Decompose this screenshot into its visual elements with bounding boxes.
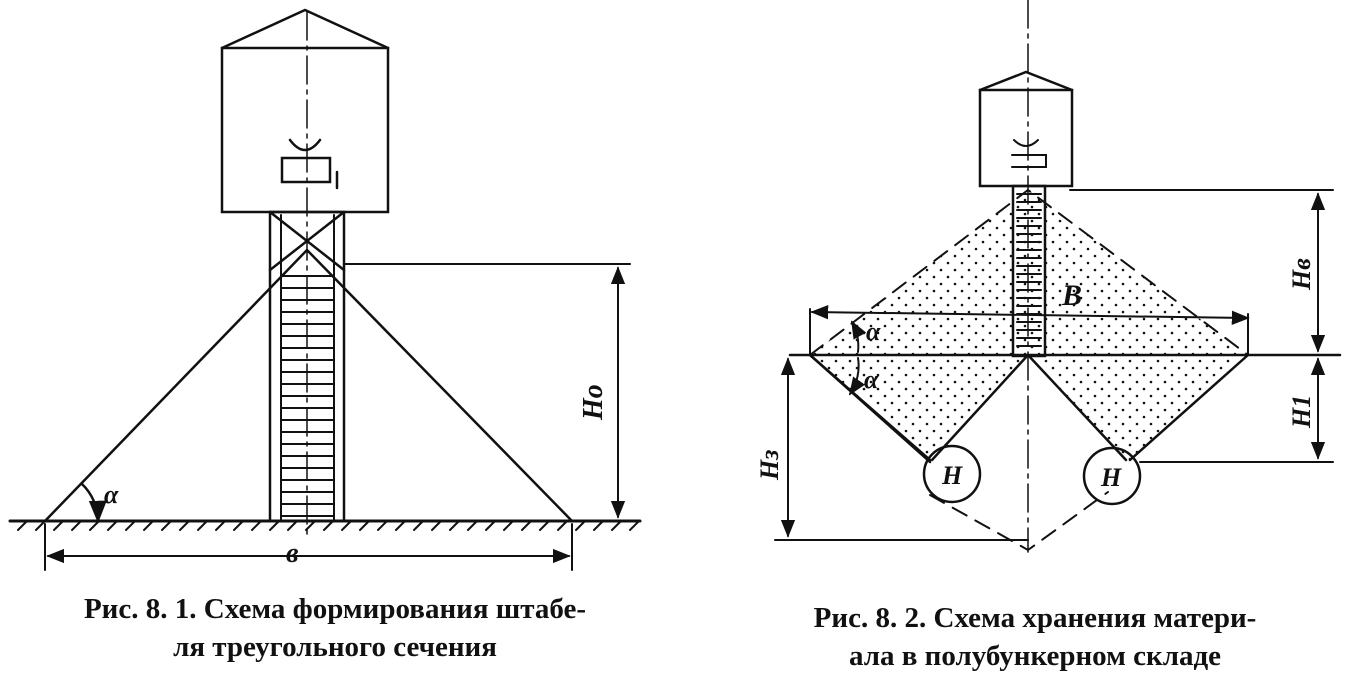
fig2-height-top-label: Нв: [1287, 258, 1316, 291]
fig2-hopper-left-inner: [930, 353, 1030, 462]
fig1-stack-outline: [43, 248, 574, 523]
fig1-ground-hatch-stroke: [449, 520, 460, 531]
fig1-ground-hatch-stroke: [395, 520, 406, 531]
fig1-ground-hatch-stroke: [107, 520, 118, 531]
fig1-ground-hatch-stroke: [215, 520, 226, 531]
fig2-height-middle-label: Н1: [1287, 395, 1316, 429]
figure-2-caption-line-2: ала в полубункерном складе: [848, 640, 1222, 672]
fig2-width-dimension: [810, 305, 1250, 325]
fig1-ground-hatch-stroke: [71, 520, 82, 531]
fig1-ground-hatch-stroke: [305, 520, 316, 531]
fig2-feeder-left: [922, 444, 982, 504]
fig1-ground-hatch-stroke: [503, 520, 514, 531]
fig1-gallery-building: [220, 8, 390, 214]
fig2-upper-pile-outline: [809, 188, 1249, 356]
fig1-height-label: Но: [578, 384, 609, 421]
figure-1-caption-line-1: Рис. 8. 1. Схема формирования штабе-: [83, 593, 587, 625]
fig2-angle-arc-lower: [848, 357, 866, 396]
fig1-ground-hatch-stroke: [197, 520, 208, 531]
fig1-angle-arc: [80, 482, 107, 524]
fig2-hopper-right-wall: [1128, 353, 1250, 462]
fig1-ground-hatch-stroke: [53, 520, 64, 531]
fig1-ground-hatch-stroke: [251, 520, 262, 531]
fig1-width-label: в: [286, 538, 299, 569]
figure-2-caption-line-1: Рис. 8. 2. Схема хранения матери-: [813, 602, 1257, 634]
fig2-width-label: В: [1061, 279, 1082, 312]
fig2-angle-arc-upper: [851, 320, 867, 353]
fig1-ground-hatch-stroke: [143, 520, 154, 531]
figure-1-caption: Рис. 8. 1. Схема формирования штабе- ля …: [15, 590, 655, 666]
figure-1-triangular-stack: α в Но: [8, 8, 642, 571]
fig1-ground-hatch-stroke: [413, 520, 424, 531]
fig1-ground-hatch-stroke: [161, 520, 172, 531]
fig2-feeder-right: [1082, 446, 1142, 506]
fig2-lower-dashed-outline: [929, 491, 1109, 552]
fig1-ground-hatch-stroke: [17, 520, 28, 531]
figure-2-caption: Рис. 8. 2. Схема хранения матери- ала в …: [725, 599, 1345, 675]
fig1-ground-hatch-stroke: [593, 520, 604, 531]
fig1-ground-hatch-stroke: [359, 520, 370, 531]
fig1-ground-hatch-stroke: [323, 520, 334, 531]
fig2-feeder-left-label: Н: [941, 461, 963, 490]
fig2-feeder-right-label: Н: [1100, 463, 1122, 492]
fig1-ground-hatch-stroke: [629, 520, 640, 531]
fig1-ground-hatch-stroke: [125, 520, 136, 531]
fig1-ground-hatch-stroke: [575, 520, 586, 531]
fig2-height-left-label: Нз: [755, 450, 784, 481]
fig1-ground-hatch-stroke: [611, 520, 622, 531]
fig1-ground-hatch-stroke: [539, 520, 550, 531]
fig2-alpha-lower-label: α: [864, 365, 879, 394]
fig1-ground-hatch-stroke: [485, 520, 496, 531]
fig1-ground-hatch-stroke: [521, 520, 532, 531]
fig1-ground-hatch-stroke: [467, 520, 478, 531]
fig1-ground-hatch-stroke: [377, 520, 388, 531]
fig1-alpha-label: α: [104, 480, 119, 509]
fig2-stored-material: [810, 190, 1248, 462]
figure-2-half-bunker-warehouse: α α В Н Н Нв Н1 Нз: [755, 0, 1342, 553]
fig2-gallery-building: [978, 70, 1074, 188]
fig1-ground-hatch-stroke: [431, 520, 442, 531]
fig1-ground-hatch-stroke: [269, 520, 280, 531]
fig1-ground: [8, 519, 642, 531]
fig1-width-dimension: [44, 523, 573, 571]
fig2-alpha-upper-label: α: [866, 317, 881, 346]
fig1-height-dimension: [343, 263, 631, 519]
fig1-ground-hatch-stroke: [557, 520, 568, 531]
fig1-ground-hatch-stroke: [233, 520, 244, 531]
fig2-hopper-right-inner: [1026, 353, 1128, 462]
fig1-ground-hatch-stroke: [287, 520, 298, 531]
fig2-hopper-left-wall: [808, 353, 932, 462]
fig1-ground-hatch-stroke: [179, 520, 190, 531]
fig1-ground-hatch-stroke: [341, 520, 352, 531]
fig1-ground-hatch-stroke: [35, 520, 46, 531]
figure-1-caption-line-2: ля треугольного сечения: [173, 631, 497, 663]
